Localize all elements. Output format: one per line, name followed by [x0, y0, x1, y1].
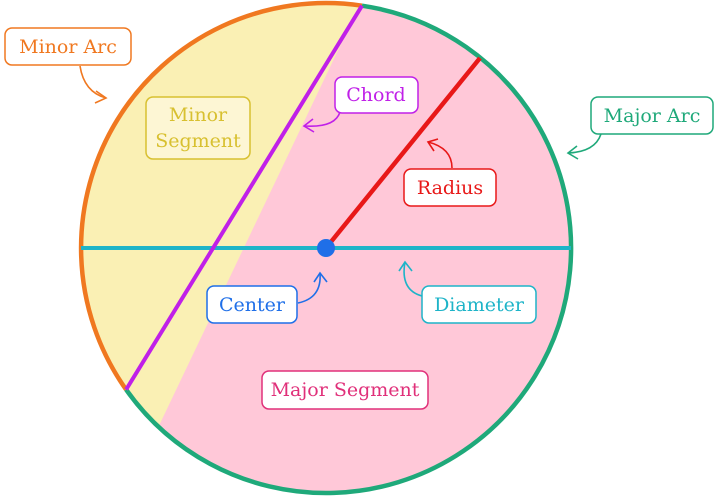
major-segment-label: Major Segment — [261, 370, 429, 410]
radius-arrowhead — [426, 138, 439, 152]
major-arc — [124, 3, 574, 496]
minor-arc-pointer-arrow — [79, 65, 107, 99]
diameter-label: Diameter — [421, 285, 537, 324]
chord-line — [124, 4, 364, 391]
svg-text:Center: Center — [219, 294, 286, 316]
svg-text:Major Segment: Major Segment — [271, 379, 420, 401]
svg-text:Radius: Radius — [417, 177, 483, 199]
center-pointer-arrow — [297, 272, 321, 304]
diameter-pointer-arrow — [403, 261, 423, 297]
svg-text:Segment: Segment — [155, 130, 241, 152]
minor-arc-label: Minor Arc — [4, 27, 132, 66]
radius-pointer-arrow — [427, 141, 453, 169]
chord-label: Chord — [334, 76, 419, 114]
svg-text:Major Arc: Major Arc — [604, 105, 701, 127]
radius-line — [324, 56, 482, 250]
chord-arrowhead — [302, 118, 315, 133]
minor-arc-arrowhead — [94, 90, 108, 104]
chord-pointer-arrow — [303, 111, 341, 128]
minor-arc — [78, 0, 363, 391]
center-label: Center — [206, 285, 298, 324]
minor-segment-label: Minor Segment — [145, 96, 251, 160]
svg-text:Chord: Chord — [346, 84, 405, 106]
major-arc-pointer-arrow — [567, 133, 602, 154]
svg-text:Minor: Minor — [169, 104, 228, 126]
svg-text:Minor Arc: Minor Arc — [19, 36, 117, 58]
diameter-arrowhead — [398, 260, 413, 272]
major-arc-label: Major Arc — [590, 96, 714, 135]
major-arc-arrowhead — [566, 145, 579, 160]
radius-label: Radius — [403, 168, 497, 207]
svg-text:Diameter: Diameter — [434, 294, 525, 316]
center-point — [317, 239, 335, 257]
center-arrowhead — [313, 271, 328, 283]
